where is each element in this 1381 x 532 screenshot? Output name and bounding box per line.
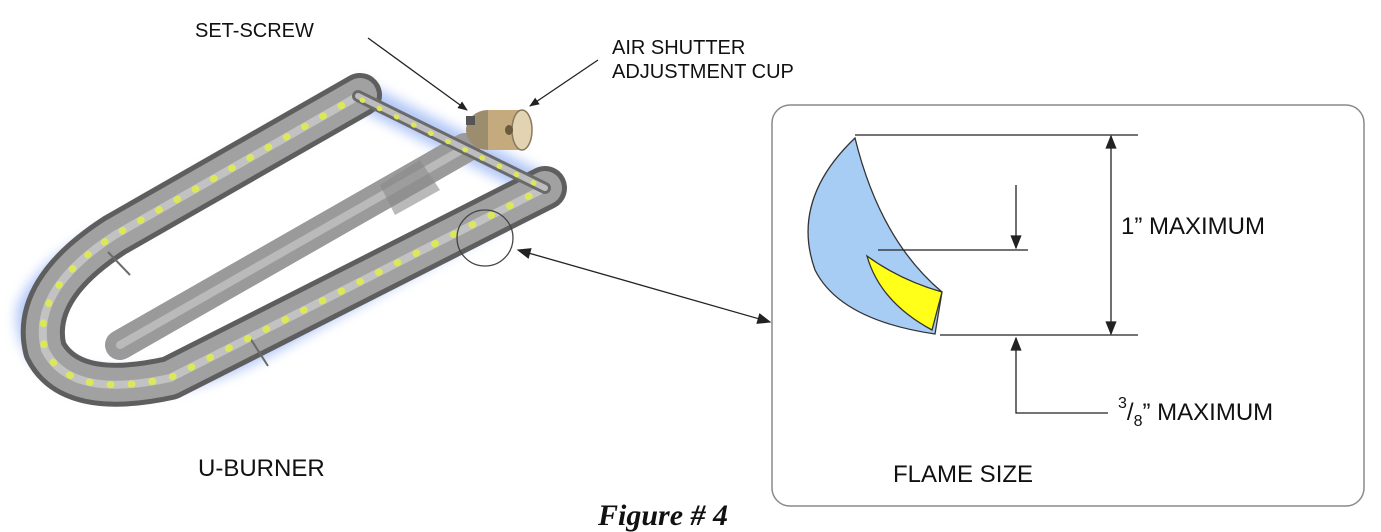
- u-burner-label: U-BURNER: [198, 455, 325, 482]
- detail-circle: [456, 209, 514, 267]
- figure-caption: Figure # 4: [597, 499, 728, 532]
- fraction-slash: /: [1127, 399, 1134, 426]
- set-screw-leader: [367, 37, 468, 111]
- air-shutter-label-line2: ADJUSTMENT CUP: [612, 61, 794, 83]
- u-burner-illustration: [16, 73, 567, 407]
- detail-connector-arrow: [516, 248, 772, 324]
- air-shutter-cup: [466, 109, 533, 151]
- set-screw-label: SET-SCREW: [195, 20, 314, 42]
- flame-size-panel: [771, 104, 1365, 507]
- fraction-numerator: 3: [1118, 395, 1127, 412]
- set-screw: [466, 116, 475, 125]
- air-shutter-label-line1: AIR SHUTTER: [612, 37, 745, 59]
- inner-flame-shape: [865, 254, 943, 331]
- fraction-suffix: ” MAXIMUM: [1142, 399, 1273, 426]
- three-eighths-max-label: 3/8” MAXIMUM: [1118, 395, 1273, 430]
- one-inch-max-label: 1” MAXIMUM: [1121, 213, 1265, 240]
- fraction-denominator: 8: [1134, 413, 1143, 430]
- dim-inner-bottom-leader: [1010, 336, 1108, 414]
- flame-size-label: FLAME SIZE: [893, 461, 1033, 488]
- air-shutter-leader: [529, 59, 599, 107]
